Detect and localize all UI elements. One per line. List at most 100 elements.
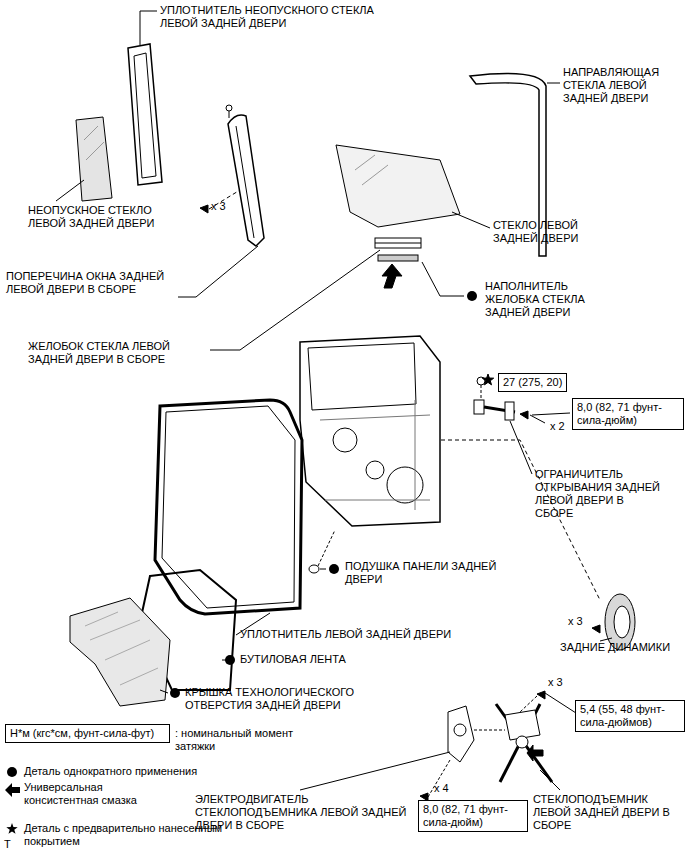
glass-channel [375, 243, 421, 244]
speaker-cone [614, 606, 630, 638]
part-label: СТЕКЛО ЛЕВОЙ ЗАДНЕЙ ДВЕРИ [493, 219, 603, 245]
leader-line [530, 415, 545, 423]
screw [592, 625, 600, 633]
quantity-label: x 3 [211, 200, 241, 213]
leader-line [452, 212, 490, 228]
bolt [200, 205, 208, 213]
torque-box: 27 (275, 20) [498, 373, 567, 392]
door-weatherstrip [155, 400, 302, 614]
quantity-label: x 3 [548, 676, 576, 689]
cushion-dash [318, 530, 335, 566]
door-weatherstrip-inner [162, 406, 295, 608]
part-label: ЖЕЛОБОК СТЕКЛА ЛЕВОЙ ЗАДНЕЙ ДВЕРИ В СБОР… [28, 340, 208, 366]
glass-seal-inner [134, 53, 156, 178]
leader-line [510, 421, 532, 474]
panel-cushion [309, 565, 319, 573]
leader-line [140, 11, 157, 45]
door-rib [320, 415, 430, 500]
part-label: КРЫШКА ТЕХНОЛОГИЧЕСКОГО ОТВЕРСТИЯ ЗАДНЕЙ… [185, 686, 400, 712]
one-time-dot [170, 688, 180, 698]
leader-line [540, 770, 560, 790]
leader-line [320, 569, 326, 570]
leader-line [532, 413, 570, 415]
quantity-label: x 3 [568, 615, 593, 628]
grease-arrow [382, 264, 402, 288]
legend-text: Деталь однократного применения [24, 765, 224, 778]
grease-arrow [527, 745, 543, 761]
screw [229, 111, 230, 118]
torque-box: 5,4 (55, 48 фунт-сила-дюймов) [575, 700, 685, 732]
leader-line [545, 693, 576, 713]
torque-value: 8,0 (82, 71 фунт-сила-дюйм) [577, 401, 662, 426]
motor-dash [474, 730, 505, 731]
part-label: НАПРАВЛЯЮЩАЯ СТЕКЛА ЛЕВОЙ ЗАДНЕЙ ДВЕРИ [563, 66, 683, 105]
door-check [505, 402, 514, 420]
speaker-hole [387, 467, 423, 503]
glass-channel [375, 238, 421, 248]
service-hole [366, 461, 384, 479]
leader-line [600, 638, 612, 641]
leader-line [422, 262, 464, 296]
glass-shine [355, 155, 375, 170]
regulator-pivot [516, 736, 528, 748]
glass-shine [84, 126, 98, 140]
legend-arrow [5, 783, 20, 797]
bolt-dash [481, 385, 482, 398]
torque-box: Н*м (кгс*см, фунт-сила-фут) [5, 724, 170, 743]
legend-text: Универсальная консистентная смазка [24, 781, 154, 807]
regulator-arm [500, 704, 540, 782]
torque-box: 8,0 (82, 71 фунт-сила-дюйм) [572, 398, 684, 430]
part-label: ЗАДНИЕ ДИНАМИКИ [560, 641, 685, 654]
torque-value: Н*м (кгс*см, фунт-сила-фут) [10, 727, 154, 739]
leader-line [56, 180, 84, 201]
legend-text: Деталь с предварительно нанесенным покры… [24, 822, 264, 848]
hole-cover [70, 598, 170, 706]
part-label: ЭЛЕКТРОДВИГАТЕЛЬ СТЕКЛОПОДЪЕМНИКА ЛЕВОЙ … [195, 793, 410, 832]
regulator-motor [448, 706, 474, 762]
window-frame-bar-edge [236, 126, 254, 238]
one-time-dot [225, 655, 235, 665]
leader-line [210, 250, 380, 350]
legend-star [6, 823, 17, 834]
glass-shine [86, 142, 104, 160]
part-label: ПОДУШКА ПАНЕЛИ ЗАДНЕЙ ДВЕРИ [345, 560, 535, 586]
speaker-dash [441, 440, 600, 600]
glass-seal [128, 44, 162, 185]
torque-value: 8,0 (82, 71 фунт-сила-дюйм) [423, 803, 508, 828]
quantity-label: x 2 [550, 420, 572, 433]
regulator-arm [496, 704, 552, 782]
hole-cover-hatch [85, 612, 158, 685]
quantity-label: x 4 [434, 782, 464, 795]
bolt [537, 691, 545, 699]
leader-line [547, 83, 560, 84]
part-label: НАПОЛНИТЕЛЬ ЖЕЛОБКА СТЕКЛА ЗАДНЕЙ ДВЕРИ [485, 280, 610, 319]
part-label: УПЛОТНИТЕЛЬ ЛЕВОЙ ЗАДНЕЙ ДВЕРИ [240, 628, 500, 641]
part-label: ПОПЕРЕЧИНА ОКНА ЗАДНЕЙ ЛЕВОЙ ДВЕРИ В СБО… [6, 270, 196, 296]
torque-value: 27 (275, 20) [503, 376, 562, 388]
precoated-star [482, 374, 493, 385]
regulator-plate [505, 710, 540, 740]
figure-code: T [4, 838, 18, 851]
leader-line [160, 690, 168, 693]
torque-value: 5,4 (55, 48 фунт-сила-дюймов) [580, 703, 665, 728]
part-label: НЕОПУСКНОЕ СТЕКЛО ЛЕВОЙ ЗАДНЕЙ ДВЕРИ [28, 204, 168, 230]
glass-shine [362, 165, 388, 185]
door-glass [336, 145, 460, 227]
screw [226, 105, 232, 111]
door-panel [300, 336, 440, 526]
one-time-dot [329, 564, 339, 574]
leader-line [178, 246, 258, 297]
bolt-dash [520, 696, 537, 712]
channel-filler [378, 255, 418, 261]
window-frame-bar [228, 115, 264, 246]
fixed-glass [76, 117, 112, 201]
service-hole [333, 428, 357, 452]
part-label: СТЕКЛОПОДЪЕМНИК ЛЕВОЙ ЗАДНЕЙ ДВЕРИ В СБО… [533, 793, 683, 832]
one-time-dot [467, 291, 477, 301]
door-window-opening [308, 343, 416, 410]
nut [520, 411, 528, 419]
leader-line [300, 752, 450, 790]
part-label: ОГРАНИЧИТЕЛЬ ОТКРЫВАНИЯ ЗАДНЕЙ ЛЕВОЙ ДВЕ… [535, 468, 660, 520]
part-label: УПЛОТНИТЕЛЬ НЕОПУСКНОГО СТЕКЛА ЛЕВОЙ ЗАД… [160, 4, 395, 30]
door-rib [415, 400, 416, 510]
